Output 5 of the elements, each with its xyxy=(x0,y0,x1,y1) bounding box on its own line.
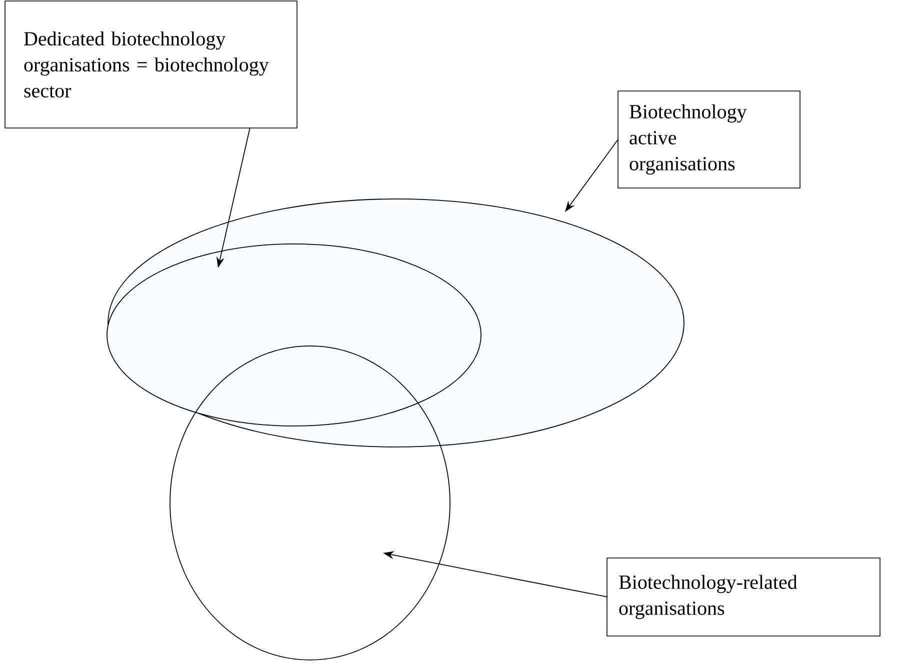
ellipse xyxy=(170,346,450,660)
text-box: Dedicated biotechnology organisations = biotechnology sector xyxy=(4,0,298,128)
text-box: Biotechnology-related organisations xyxy=(606,558,880,636)
text-box: Biotechnology active organisations xyxy=(618,90,800,188)
ellipse xyxy=(106,244,482,426)
